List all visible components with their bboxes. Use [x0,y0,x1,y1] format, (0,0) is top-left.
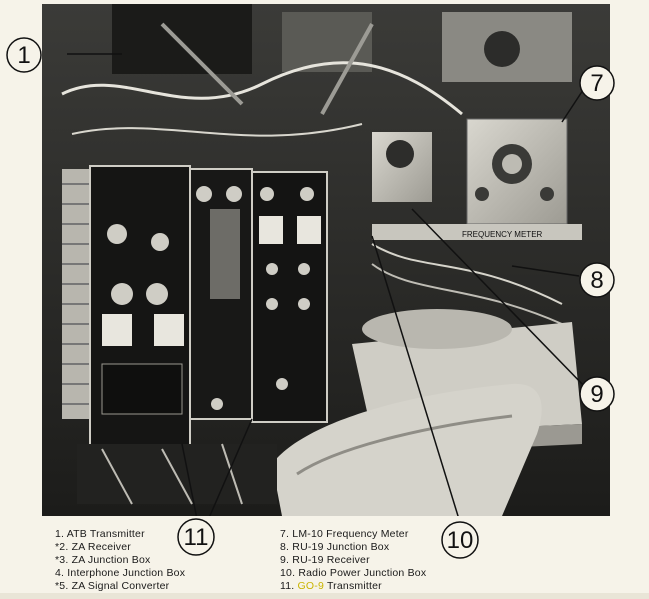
photo-illustration: FREQUENCY METER [42,4,610,516]
legend-item: *3. ZA Junction Box [55,554,151,566]
legend-item: *5. ZA Signal Converter [55,580,170,592]
svg-text:1: 1 [17,42,30,69]
legend-item: 4. Interphone Junction Box [55,567,186,579]
callout-10: 10 [441,521,479,559]
legend-item: 9. RU-19 Receiver [280,554,370,566]
radio-station-photo: FREQUENCY METER [42,4,610,516]
svg-text:11: 11 [184,524,209,551]
legend-item: 8. RU-19 Junction Box [280,541,390,553]
page-bottom-edge [0,593,649,599]
legend-item: *2. ZA Receiver [55,541,131,553]
svg-text:10: 10 [447,527,474,554]
legend-item: 11. GO-9 Transmitter [280,580,382,592]
legend-left-column: 1. ATB Transmitter *2. ZA Receiver *3. Z… [55,528,185,593]
legend-item: 7. LM-10 Frequency Meter [280,528,409,540]
callout-1: 1 [6,37,42,73]
legend-right-column: 7. LM-10 Frequency Meter 8. RU-19 Juncti… [280,528,426,593]
legend-item: 10. Radio Power Junction Box [280,567,427,579]
legend-item: 1. ATB Transmitter [55,528,145,540]
frequency-meter-label: FREQUENCY METER [462,230,543,239]
